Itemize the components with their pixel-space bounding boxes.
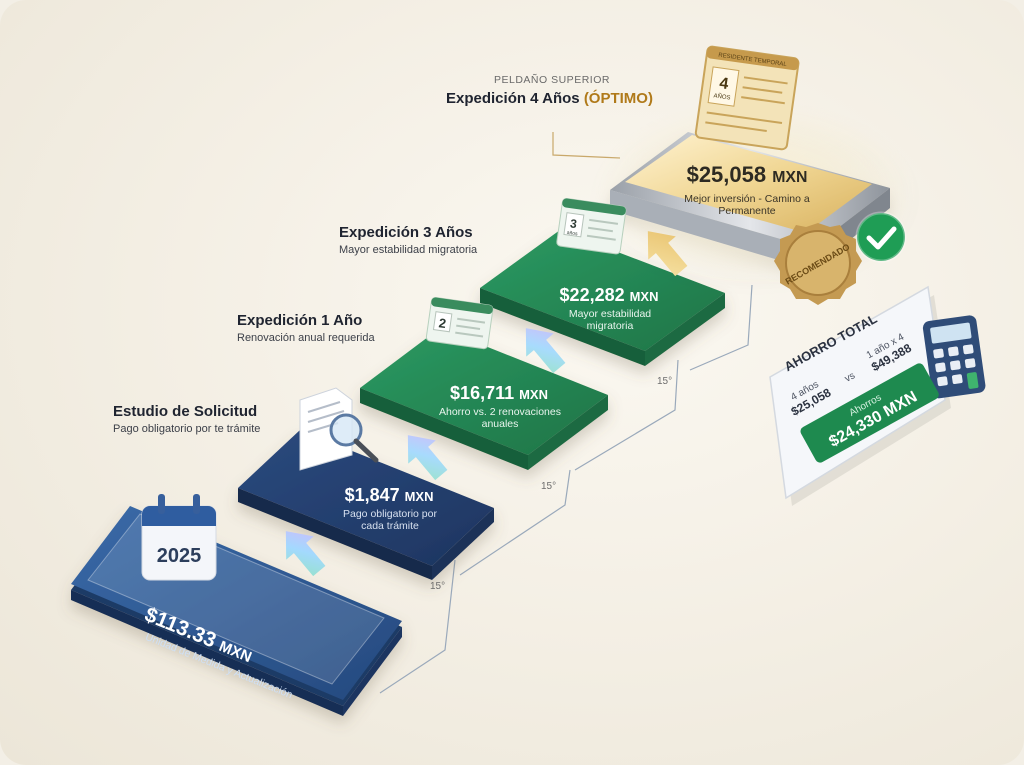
- step-subtitle: Pago obligatorio por te trámite: [113, 423, 261, 435]
- step-estudio-label: Estudio de Solicitud Pago obligatorio po…: [113, 403, 260, 435]
- savings-total-button: [800, 363, 939, 463]
- price-value: $25,058: [686, 162, 767, 187]
- step-title: Expedición 3 Años: [339, 224, 473, 241]
- price-value: $1,847: [344, 485, 400, 505]
- step-subtitle: Renovación anual requerida: [237, 332, 375, 344]
- growth-arrow: [285, 531, 326, 577]
- calculator-icon: [922, 315, 986, 399]
- card-number: 4: [718, 75, 729, 93]
- step-4-year-label: PELDAÑO SUPERIOR Expedición 4 Años (ÓPTI…: [446, 74, 653, 107]
- card-years-label: AÑOS: [713, 92, 731, 101]
- step-1-year-platform: [360, 328, 608, 470]
- growth-arrow: [525, 328, 566, 374]
- optimal-tag: (ÓPTIMO): [583, 90, 653, 107]
- price-unit: MXN: [404, 489, 434, 504]
- angle-label: 15°: [657, 376, 673, 387]
- connector-line: [459, 469, 571, 576]
- step-estudio-note: Pago obligatorio por cada trámite: [343, 508, 437, 532]
- card-number: 2: [438, 315, 447, 331]
- price-unit: MXN: [772, 169, 808, 186]
- residence-card-icon: 3 años: [556, 198, 627, 255]
- residence-card-icon: 2: [425, 297, 494, 350]
- price-unit: MXN: [519, 387, 548, 402]
- step-title: Expedición 4 Años: [446, 90, 580, 107]
- connector-line: [689, 284, 753, 371]
- step-1-year-price: $16,711 MXN: [436, 383, 562, 404]
- residence-card-gold-icon: RESIDENTE TEMPORAL 4 AÑOS: [694, 45, 800, 151]
- step-1-year-note: Ahorro vs. 2 renovaciones anuales: [439, 406, 561, 430]
- price-value: $16,711: [450, 383, 515, 403]
- connector-line: [552, 132, 621, 159]
- step-subtitle: Mayor estabilidad migratoria: [339, 244, 478, 256]
- growth-arrow: [407, 435, 448, 481]
- document-search-icon: [299, 387, 379, 471]
- savings-vs: vs: [843, 370, 857, 384]
- step-title: Estudio de Solicitud: [113, 403, 258, 420]
- step-1-year-label: Expedición 1 Año Renovación anual requer…: [237, 312, 375, 344]
- check-icon: [855, 211, 907, 263]
- step-3-year-note: Mayor estabilidad migratoria: [568, 308, 652, 332]
- card-years-label: años: [566, 230, 578, 238]
- price-value: $22,282: [559, 285, 625, 305]
- connector-line: [574, 359, 679, 471]
- card-number: 3: [569, 216, 578, 231]
- calendar-year: 2025: [157, 545, 202, 567]
- price-unit: MXN: [629, 289, 659, 304]
- recommended-seal: RECOMENDADO: [774, 223, 862, 305]
- calendar-icon: 2025: [141, 494, 217, 581]
- step-4-year-note: Mejor inversión - Camino a Permanente: [684, 193, 810, 217]
- connector-lines: [379, 132, 753, 694]
- step-3-year-platform: [480, 230, 725, 366]
- growth-arrow: [647, 231, 688, 277]
- angle-label: 15°: [541, 481, 557, 492]
- step-3-year-label: Expedición 3 Años Mayor estabilidad migr…: [339, 224, 477, 256]
- step-3-year-price: $22,282 MXN: [546, 285, 672, 306]
- step-estudio-price: $1,847 MXN: [334, 485, 444, 506]
- step-title: Expedición 1 Año: [237, 312, 363, 329]
- angle-label: 15°: [430, 581, 446, 592]
- step-4-year-price: $25,058 MXN: [672, 162, 822, 188]
- connector-line: [379, 559, 456, 694]
- step-kicker: PELDAÑO SUPERIOR: [494, 74, 610, 86]
